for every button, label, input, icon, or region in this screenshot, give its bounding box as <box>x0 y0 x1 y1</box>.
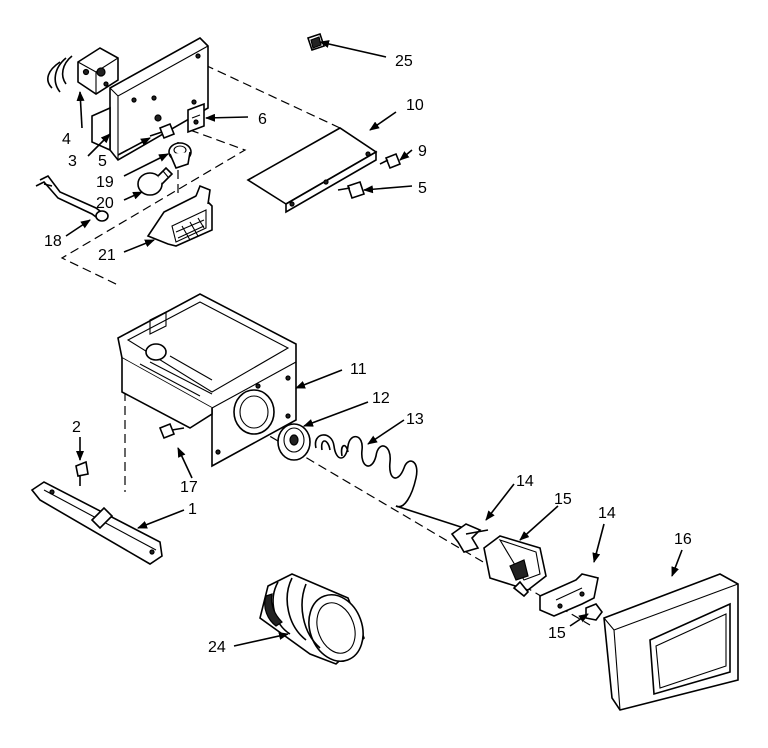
callout-2: 2 <box>72 419 81 436</box>
part-11-auger-spring <box>314 434 465 529</box>
callout-1: 1 <box>188 501 197 518</box>
part-4-motor <box>47 47 119 95</box>
part-7-screw <box>379 152 402 170</box>
part-14-bracket <box>539 573 599 617</box>
callout-24: 24 <box>208 639 226 656</box>
callout-16: 16 <box>674 531 692 548</box>
callout-11: 13 <box>406 411 424 428</box>
part-1-bracket-rail <box>30 481 163 565</box>
part-19-lamp-socket <box>168 142 192 169</box>
callout-14: 14 <box>598 505 616 522</box>
part-20-light-bulb <box>137 166 174 196</box>
callout-5-upper: 5 <box>98 153 107 170</box>
part-9-housing <box>117 293 297 468</box>
part-16-front-housing <box>603 573 739 711</box>
callout-3: 3 <box>68 153 77 170</box>
callout-7: 9 <box>418 143 427 160</box>
callout-5-lower: 5 <box>418 180 427 197</box>
callout-15: 15 <box>548 625 566 642</box>
part-15-nut <box>585 603 603 621</box>
part-24-cylinder <box>259 573 365 665</box>
part-10-bearing <box>277 423 311 461</box>
callout-21: 21 <box>98 247 116 264</box>
callout-4: 4 <box>62 131 71 148</box>
part-5-screw-lower <box>337 180 366 200</box>
callout-6: 6 <box>258 111 267 128</box>
callout-20: 20 <box>96 195 114 212</box>
callout-12: 14 <box>516 473 534 490</box>
part-13-crusher-housing <box>483 535 547 598</box>
callout-18: 18 <box>44 233 62 250</box>
callout-arrows <box>65 40 683 647</box>
part-8-cover-plate <box>246 127 378 214</box>
part-12-cam <box>450 523 489 553</box>
part-2-screw <box>75 460 89 486</box>
part-5-screw-upper <box>149 122 176 140</box>
callout-8: 10 <box>406 97 424 114</box>
callout-labels: 25 4 3 5 6 10 9 5 19 20 18 21 11 12 13 2… <box>44 53 692 656</box>
part-18-wiring-harness <box>35 174 109 222</box>
part-6-clip <box>187 102 205 134</box>
callout-25: 25 <box>395 53 413 70</box>
callout-10: 12 <box>372 390 390 407</box>
callout-9: 11 <box>350 361 367 378</box>
callout-13: 15 <box>554 491 572 508</box>
callout-17: 17 <box>180 479 198 496</box>
callout-19: 19 <box>96 174 114 191</box>
part-21-light-shield <box>146 184 213 247</box>
part-17-screw <box>158 422 185 440</box>
